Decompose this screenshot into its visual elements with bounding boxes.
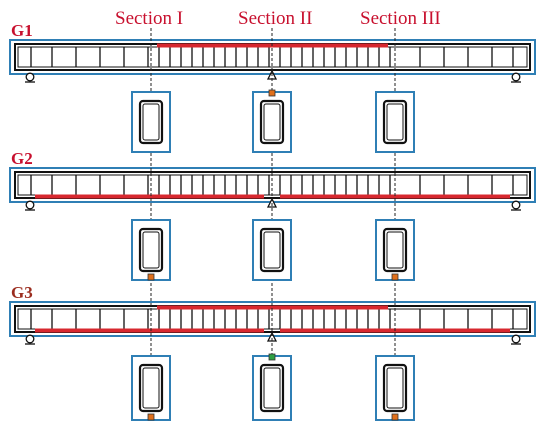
cross-section-stirrup — [382, 227, 408, 273]
cross-section-stirrup — [382, 99, 408, 145]
cross-section-stirrup — [259, 227, 285, 273]
beam-g2-support — [511, 200, 521, 210]
cross-section-core — [386, 103, 404, 141]
section-3-label: Section III — [360, 8, 441, 29]
strain-gauge-icon — [147, 413, 155, 421]
cross-section-core — [263, 231, 281, 269]
beam-g1-label: G1 — [11, 21, 33, 40]
beam-g3-support — [511, 334, 521, 344]
cross-section-core — [142, 367, 160, 409]
strain-gauge-icon — [391, 273, 399, 281]
strain-gauge-icon — [268, 353, 276, 361]
beam-g2-label: G2 — [11, 149, 33, 168]
beam-g2-support — [25, 200, 35, 210]
cross-section-core — [263, 103, 281, 141]
cross-section-core — [386, 367, 404, 409]
strain-gauge-icon — [391, 413, 399, 421]
cross-section-stirrup — [382, 363, 408, 413]
beam-g3-label: G3 — [11, 283, 33, 302]
cross-section-stirrup — [138, 99, 164, 145]
beam-g3-support — [25, 334, 35, 344]
cross-section-core — [142, 103, 160, 141]
beam-g1-body — [14, 43, 531, 71]
cross-section-core — [142, 231, 160, 269]
section-2-label: Section II — [238, 8, 313, 29]
cross-section-stirrup — [138, 227, 164, 273]
cross-section-core — [386, 231, 404, 269]
cross-section-stirrup — [259, 99, 285, 145]
cross-section-stirrup — [138, 363, 164, 413]
strain-gauge-icon — [268, 89, 276, 97]
beam-g1-support — [511, 72, 521, 82]
section-1-label: Section I — [115, 8, 184, 29]
cross-section-core — [263, 367, 281, 409]
cross-section-stirrup — [259, 363, 285, 413]
strain-gauge-icon — [147, 273, 155, 281]
beam-g1-support — [25, 72, 35, 82]
